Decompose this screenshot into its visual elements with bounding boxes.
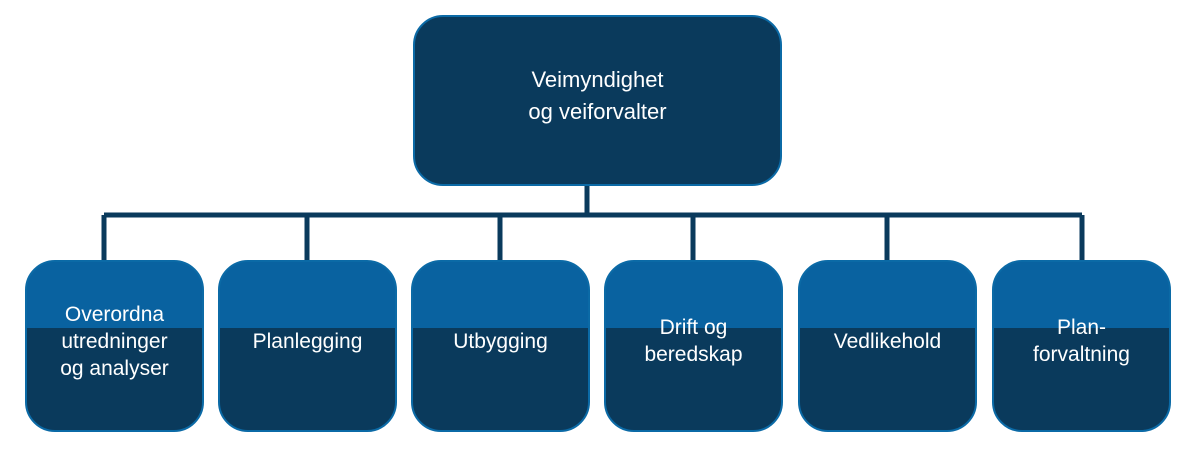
child-node-planforvaltning: Plan- forvaltning: [992, 260, 1171, 432]
child-node-label: Vedlikehold: [833, 329, 942, 353]
child-node-label: Overordna utredninger og analyser: [60, 302, 169, 380]
child-node-utbygging: Utbygging: [411, 260, 590, 432]
child-node-planlegging: Planlegging: [218, 260, 397, 432]
root-node-label: Veimyndighet og veiforvalter: [528, 66, 667, 124]
child-node-vedlikehold: Vedlikehold: [798, 260, 977, 432]
root-node: Veimyndighet og veiforvalter: [413, 15, 782, 186]
child-node-label: Planlegging: [252, 329, 363, 353]
child-node-drift-og-beredskap: Drift og beredskap: [604, 260, 783, 432]
child-node-label: Drift og beredskap: [644, 316, 743, 366]
child-node-label: Plan- forvaltning: [1033, 316, 1130, 366]
child-node-overordna-utredninger: Overordna utredninger og analyser: [25, 260, 204, 432]
child-node-label: Utbygging: [453, 329, 548, 353]
